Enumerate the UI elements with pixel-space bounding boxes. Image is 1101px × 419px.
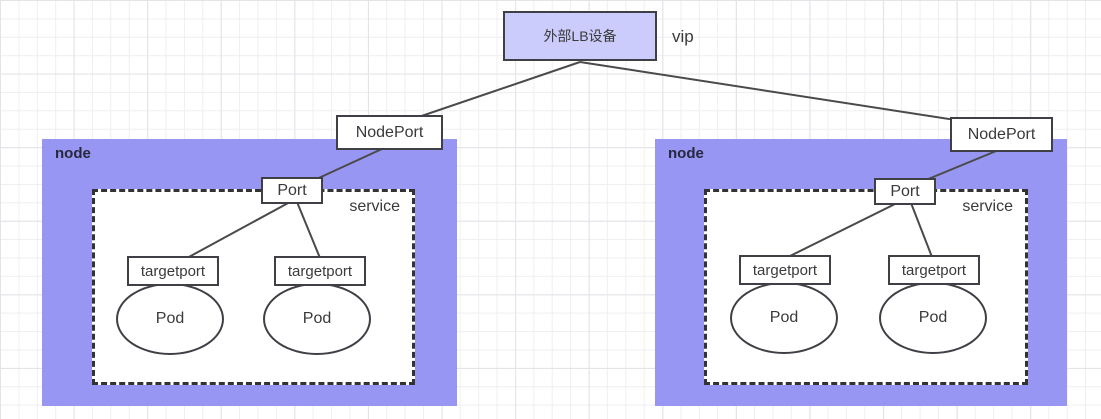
nodeport-label: NodePort <box>967 125 1036 143</box>
external-lb-box[interactable]: 外部LB设备 <box>503 11 657 61</box>
service-box-right[interactable]: service <box>704 189 1028 385</box>
targetport-label: targetport <box>901 261 967 279</box>
targetport-label: targetport <box>140 262 206 280</box>
targetport-box[interactable]: targetport <box>739 255 831 285</box>
targetport-label: targetport <box>287 262 353 280</box>
node-label: node <box>668 145 704 162</box>
pod-label: Pod <box>918 309 948 326</box>
pod-ellipse[interactable]: Pod <box>730 282 838 354</box>
vip-label: vip <box>672 27 694 46</box>
service-label: service <box>962 198 1013 215</box>
targetport-box[interactable]: targetport <box>274 256 366 286</box>
nodeport-box-left[interactable]: NodePort <box>336 115 443 150</box>
nodeport-box-right[interactable]: NodePort <box>950 117 1053 152</box>
pod-ellipse[interactable]: Pod <box>263 283 371 355</box>
pod-ellipse[interactable]: Pod <box>116 283 224 355</box>
port-label: Port <box>890 182 920 200</box>
service-box-left[interactable]: service <box>92 189 415 385</box>
port-box-left[interactable]: Port <box>261 177 323 204</box>
pod-ellipse[interactable]: Pod <box>879 282 987 354</box>
node-label: node <box>55 145 91 162</box>
pod-label: Pod <box>302 310 332 327</box>
pod-label: Pod <box>155 310 185 327</box>
port-box-right[interactable]: Port <box>874 178 936 205</box>
service-label: service <box>349 198 400 215</box>
targetport-label: targetport <box>752 261 818 279</box>
pod-label: Pod <box>769 309 799 326</box>
nodeport-label: NodePort <box>355 123 424 141</box>
targetport-box[interactable]: targetport <box>888 255 980 285</box>
port-label: Port <box>277 181 307 199</box>
targetport-box[interactable]: targetport <box>127 256 219 286</box>
external-lb-label: 外部LB设备 <box>543 28 617 44</box>
